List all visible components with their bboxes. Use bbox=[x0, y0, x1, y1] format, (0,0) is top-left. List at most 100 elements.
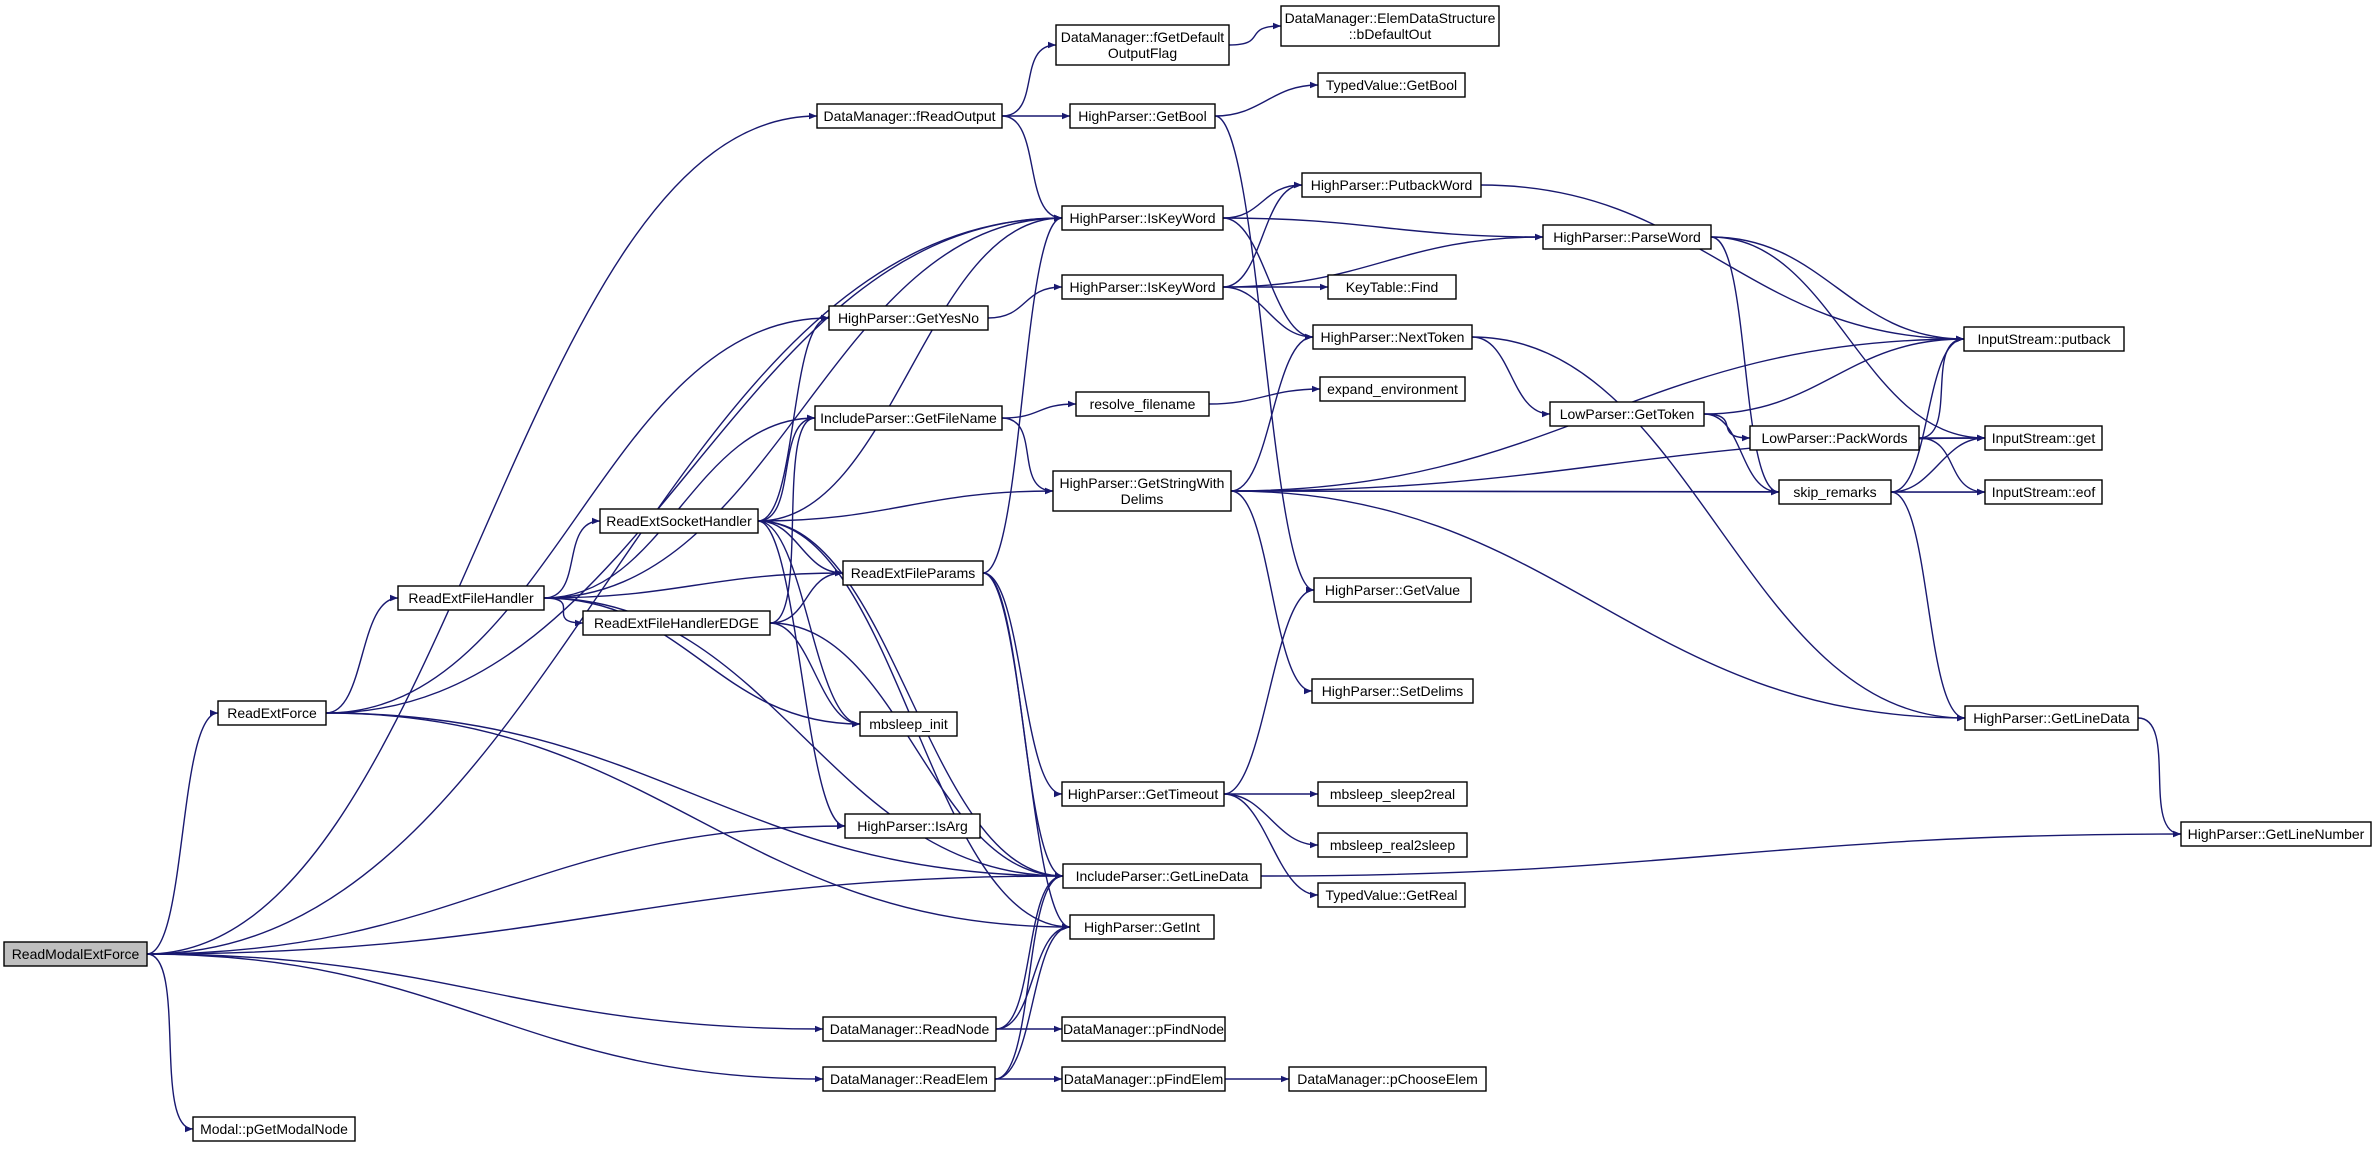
edge-readextforce-to-includeparser_getlinedata bbox=[325, 712, 1064, 880]
node-label-highparser_getstringwithdelims: HighParser::GetStringWith bbox=[1060, 475, 1225, 491]
node-inputstream_get[interactable]: InputStream::get bbox=[1984, 425, 2103, 451]
node-box-highparser_getyesno bbox=[828, 305, 989, 331]
node-modal_pgetmodalnode[interactable]: Modal::pGetModalNode bbox=[192, 1116, 356, 1142]
node-label-expand_environment: expand_environment bbox=[1327, 381, 1458, 397]
edge-readmodalextforce-to-readextforce bbox=[146, 709, 219, 955]
edge-readextforce-to-highparser_getyesno bbox=[325, 314, 830, 714]
node-datamanager_readelem[interactable]: DataManager::ReadElem bbox=[822, 1066, 996, 1092]
edge-readextfileparams-to-highparser_getint bbox=[982, 572, 1071, 931]
node-highparser_getbool[interactable]: HighParser::GetBool bbox=[1069, 103, 1216, 129]
node-readextsockethandler[interactable]: ReadExtSocketHandler bbox=[599, 508, 759, 534]
node-label-inputstream_putback: InputStream::putback bbox=[1977, 331, 2111, 347]
node-typedvalue_getbool[interactable]: TypedValue::GetBool bbox=[1317, 72, 1466, 98]
node-box-mbsleep_sleep2real bbox=[1317, 781, 1468, 807]
edges-layer bbox=[146, 22, 2182, 1133]
node-box-lowparser_gettoken bbox=[1549, 401, 1705, 427]
node-label-readextforce: ReadExtForce bbox=[227, 705, 317, 721]
node-readextforce[interactable]: ReadExtForce bbox=[217, 700, 327, 726]
node-skip_remarks[interactable]: skip_remarks bbox=[1778, 479, 1892, 505]
node-inputstream_putback[interactable]: InputStream::putback bbox=[1963, 326, 2125, 352]
node-label-highparser_gettimeout: HighParser::GetTimeout bbox=[1068, 786, 1219, 802]
node-typedvalue_getreal[interactable]: TypedValue::GetReal bbox=[1317, 882, 1466, 908]
node-box-highparser_getbool bbox=[1069, 103, 1216, 129]
node-lowparser_packwords[interactable]: LowParser::PackWords bbox=[1749, 425, 1920, 451]
node-highparser_gettimeout[interactable]: HighParser::GetTimeout bbox=[1061, 781, 1225, 807]
node-label-includeparser_getfilename: IncludeParser::GetFileName bbox=[820, 410, 997, 426]
node-highparser_getlinedata[interactable]: HighParser::GetLineData bbox=[1964, 705, 2139, 731]
edge-readmodalextforce-to-modal_pgetmodalnode bbox=[146, 953, 194, 1133]
node-highparser_iskeyword_2[interactable]: HighParser::IsKeyWord bbox=[1061, 274, 1224, 300]
node-readextfileparams[interactable]: ReadExtFileParams bbox=[842, 560, 984, 586]
edge-datamanager_freadoutput-to-highparser_iskeyword_1 bbox=[1001, 115, 1063, 222]
node-keytable_find[interactable]: KeyTable::Find bbox=[1327, 274, 1457, 300]
node-datamanager_pfindnode[interactable]: DataManager::pFindNode bbox=[1061, 1016, 1226, 1042]
edge-lowparser_gettoken-to-inputstream_putback bbox=[1703, 335, 1965, 415]
node-highparser_getvalue[interactable]: HighParser::GetValue bbox=[1313, 577, 1472, 603]
edge-highparser_iskeyword_2-to-highparser_nexttoken bbox=[1222, 286, 1314, 341]
node-label-datamanager_pchooseelem: DataManager::pChooseElem bbox=[1297, 1071, 1478, 1087]
node-box-highparser_getvalue bbox=[1313, 577, 1472, 603]
edge-highparser_getbool-to-highparser_getvalue bbox=[1214, 115, 1315, 594]
node-label-mbsleep_real2sleep: mbsleep_real2sleep bbox=[1330, 837, 1456, 853]
node-box-mbsleep_init bbox=[859, 711, 958, 737]
node-label-highparser_putbackword: HighParser::PutbackWord bbox=[1311, 177, 1473, 193]
edge-readextfilehandleredge-to-includeparser_getfilename bbox=[769, 414, 816, 624]
node-includeparser_getfilename[interactable]: IncludeParser::GetFileName bbox=[814, 405, 1003, 431]
node-label-inputstream_eof: InputStream::eof bbox=[1992, 484, 2096, 500]
node-label-datamanager_readelem: DataManager::ReadElem bbox=[830, 1071, 988, 1087]
edge-readmodalextforce-to-datamanager_readelem bbox=[146, 953, 824, 1083]
node-elemdatastructure_bdefaultout[interactable]: DataManager::ElemDataStructure::bDefault… bbox=[1280, 5, 1500, 47]
node-highparser_iskeyword_1[interactable]: HighParser::IsKeyWord bbox=[1061, 205, 1224, 231]
node-label-highparser_getstringwithdelims: Delims bbox=[1121, 491, 1164, 507]
node-mbsleep_init[interactable]: mbsleep_init bbox=[859, 711, 958, 737]
edge-readmodalextforce-to-datamanager_readnode bbox=[146, 953, 824, 1033]
edge-readextsockethandler-to-highparser_iskeyword_1 bbox=[757, 214, 1063, 522]
node-box-datamanager_pfindnode bbox=[1061, 1016, 1226, 1042]
node-datamanager_pchooseelem[interactable]: DataManager::pChooseElem bbox=[1288, 1066, 1487, 1092]
node-label-highparser_getlinedata: HighParser::GetLineData bbox=[1973, 710, 2130, 726]
edge-highparser_getstringwithdelims-to-highparser_nexttoken bbox=[1230, 333, 1314, 492]
node-readmodalextforce[interactable]: ReadModalExtForce bbox=[3, 941, 148, 967]
node-readextfilehandler[interactable]: ReadExtFileHandler bbox=[397, 585, 545, 611]
node-mbsleep_sleep2real[interactable]: mbsleep_sleep2real bbox=[1317, 781, 1468, 807]
node-box-lowparser_packwords bbox=[1749, 425, 1920, 451]
node-includeparser_getlinedata[interactable]: IncludeParser::GetLineData bbox=[1062, 863, 1262, 889]
node-highparser_getint[interactable]: HighParser::GetInt bbox=[1069, 914, 1215, 940]
node-label-highparser_parseword: HighParser::ParseWord bbox=[1553, 229, 1701, 245]
node-resolve_filename[interactable]: resolve_filename bbox=[1075, 391, 1210, 417]
edge-datamanager_freadoutput-to-datamanager_fgetdefaultoutputflag bbox=[1001, 41, 1057, 117]
node-box-datamanager_fgetdefaultoutputflag bbox=[1055, 24, 1230, 66]
edge-highparser_gettimeout-to-typedvalue_getreal bbox=[1223, 793, 1319, 899]
node-highparser_nexttoken[interactable]: HighParser::NextToken bbox=[1312, 324, 1473, 350]
node-lowparser_gettoken[interactable]: LowParser::GetToken bbox=[1549, 401, 1705, 427]
node-label-skip_remarks: skip_remarks bbox=[1793, 484, 1876, 500]
edge-readmodalextforce-to-includeparser_getlinedata bbox=[146, 872, 1064, 955]
edge-readextsockethandler-to-highparser_getyesno bbox=[757, 314, 830, 522]
node-label-highparser_nexttoken: HighParser::NextToken bbox=[1321, 329, 1465, 345]
node-readextfilehandleredge[interactable]: ReadExtFileHandlerEDGE bbox=[582, 610, 771, 636]
node-inputstream_eof[interactable]: InputStream::eof bbox=[1984, 479, 2103, 505]
node-label-includeparser_getlinedata: IncludeParser::GetLineData bbox=[1076, 868, 1249, 884]
node-highparser_parseword[interactable]: HighParser::ParseWord bbox=[1542, 224, 1712, 250]
node-datamanager_freadoutput[interactable]: DataManager::fReadOutput bbox=[816, 103, 1003, 129]
edge-readextsockethandler-to-includeparser_getlinedata bbox=[757, 520, 1064, 880]
node-box-highparser_nexttoken bbox=[1312, 324, 1473, 350]
node-highparser_getyesno[interactable]: HighParser::GetYesNo bbox=[828, 305, 989, 331]
node-datamanager_pfindelem[interactable]: DataManager::pFindElem bbox=[1061, 1066, 1226, 1092]
edge-highparser_getbool-to-typedvalue_getbool bbox=[1214, 81, 1319, 117]
node-box-highparser_parseword bbox=[1542, 224, 1712, 250]
node-highparser_putbackword[interactable]: HighParser::PutbackWord bbox=[1301, 172, 1482, 198]
node-expand_environment[interactable]: expand_environment bbox=[1319, 376, 1466, 402]
node-highparser_isarg[interactable]: HighParser::IsArg bbox=[844, 813, 981, 839]
edge-highparser_gettimeout-to-mbsleep_real2sleep bbox=[1223, 793, 1319, 849]
node-mbsleep_real2sleep[interactable]: mbsleep_real2sleep bbox=[1317, 832, 1468, 858]
edge-readextsockethandler-to-highparser_getstringwithdelims bbox=[757, 487, 1054, 522]
node-label-elemdatastructure_bdefaultout: DataManager::ElemDataStructure bbox=[1285, 10, 1496, 26]
node-datamanager_readnode[interactable]: DataManager::ReadNode bbox=[822, 1016, 997, 1042]
node-highparser_setdelims[interactable]: HighParser::SetDelims bbox=[1311, 678, 1474, 704]
edge-readextforce-to-readextfilehandler bbox=[325, 594, 399, 714]
node-highparser_getlinenumber[interactable]: HighParser::GetLineNumber bbox=[2180, 821, 2372, 847]
edge-readextfilehandler-to-readextfileparams bbox=[543, 569, 844, 599]
